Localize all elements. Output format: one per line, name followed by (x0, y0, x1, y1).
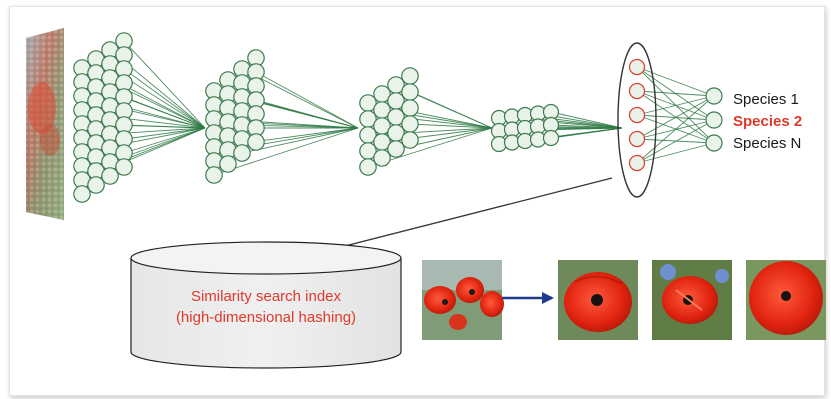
layer-3-node (401, 83, 419, 101)
layer-1-node (73, 185, 91, 203)
similarity-index-cylinder (130, 241, 402, 369)
embedding-layer-outline (617, 42, 657, 198)
embedding-node (628, 154, 646, 172)
connection-line (550, 127, 623, 139)
species-1-label: Species 1 (733, 91, 799, 108)
layer-1-node (115, 158, 133, 176)
network-nodes (73, 32, 723, 203)
embedding-output-connection (636, 142, 715, 164)
output-node (705, 87, 723, 105)
embedding-node (628, 58, 646, 76)
layer-4-node (542, 129, 560, 147)
layer-2-node (233, 144, 251, 162)
embedding-output-connection (636, 95, 715, 164)
connection-line (409, 91, 493, 129)
embedding-node (628, 82, 646, 100)
layer-3-node (401, 131, 419, 149)
layer-2-node (205, 166, 223, 184)
layer-2-node (219, 155, 237, 173)
embedding-output-connection (636, 66, 715, 97)
connection-line (123, 124, 206, 129)
embedding-node (628, 106, 646, 124)
layer-1-node (87, 176, 105, 194)
layer-3-node (401, 99, 419, 117)
output-node (705, 134, 723, 152)
embedding-output-connection (636, 95, 715, 116)
layer-3-node (401, 67, 419, 85)
connection-line (409, 123, 493, 129)
embedding-output-connection (636, 95, 715, 140)
input-image (26, 28, 64, 220)
connection-line (550, 124, 623, 129)
layer-2-node (247, 133, 265, 151)
layer-3-node (359, 158, 377, 176)
connection-line (123, 96, 206, 129)
query-image (422, 260, 504, 340)
connection-line (550, 111, 623, 129)
layer-3-node (373, 149, 391, 167)
connection-line (123, 40, 206, 129)
result-image-2 (652, 260, 732, 340)
output-node (705, 111, 723, 129)
layer-1-node (101, 167, 119, 185)
result-image-3 (746, 260, 826, 340)
layer-3-node (401, 115, 419, 133)
layer-3-node (387, 140, 405, 158)
embedding-output-connection (636, 66, 715, 144)
similarity-index-caption: Similarity search index (high-dimensiona… (131, 286, 401, 328)
connection-line (255, 99, 359, 129)
species-2-label: Species 2 (733, 113, 803, 130)
connection-line (123, 68, 206, 129)
connection-line (123, 127, 206, 154)
embedding-output-connection (636, 119, 715, 164)
embedding-output-connection (636, 90, 715, 97)
similarity-index-title: Similarity search index (190, 288, 342, 305)
connection-line (213, 127, 359, 176)
species-n-label: Species N (733, 135, 802, 152)
result-image-1 (558, 260, 638, 340)
embedding-node (628, 130, 646, 148)
connection-line (255, 71, 359, 129)
similarity-index-subtitle: (high-dimensional hashing) (175, 309, 357, 326)
